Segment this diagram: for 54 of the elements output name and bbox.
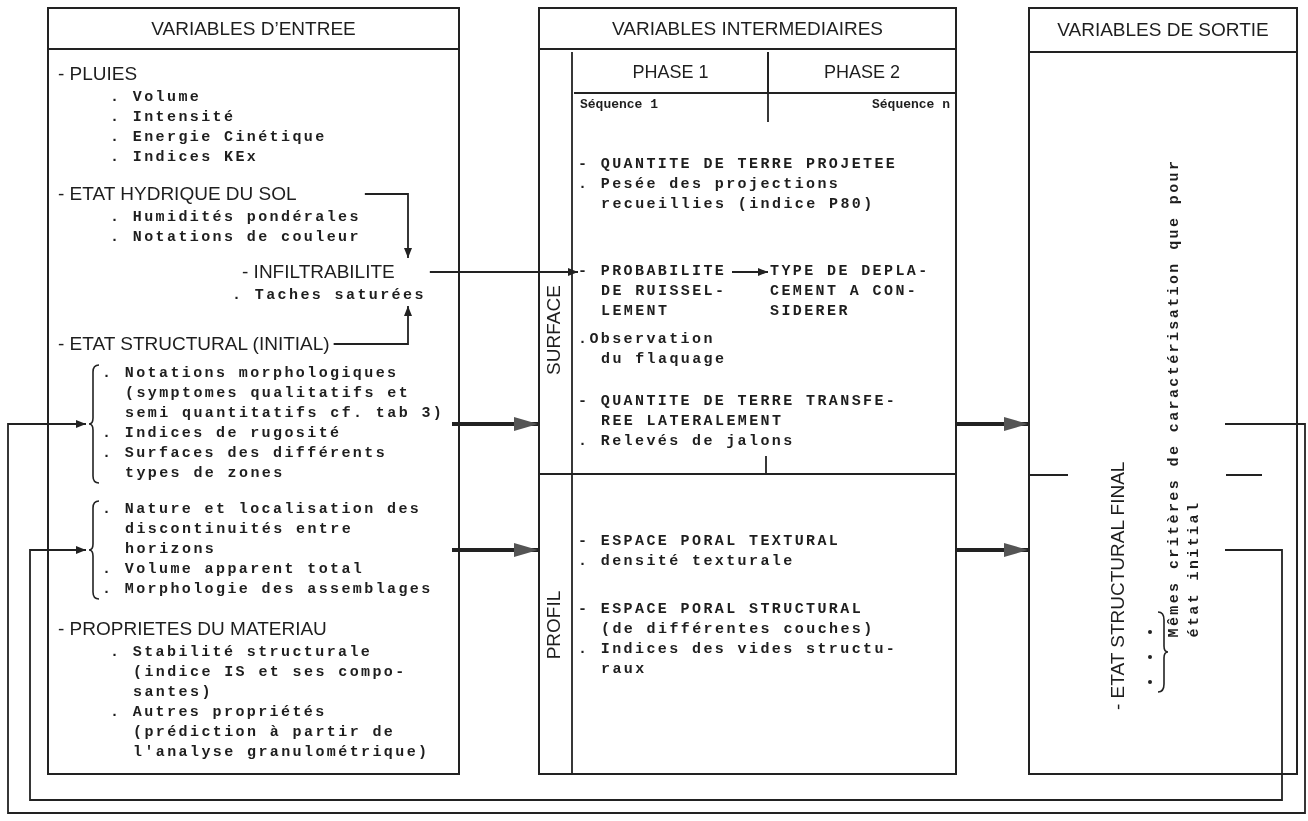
list-item: . Energie Cinétique (110, 128, 327, 148)
list-item: . densité texturale (578, 552, 795, 572)
list-item: . Morphologie des assemblages (102, 580, 433, 600)
list-item: . Notations morphologiques (symptomes qualitatifs et semi quantitatifs cf. tab 3) (102, 364, 446, 424)
section-heading: - ETAT STRUCTURAL FINAL (1106, 460, 1129, 710)
arrow (955, 417, 1028, 431)
list-item: - QUANTITE DE TERRE TRANSFE- REE LATERALEMENT (578, 392, 899, 432)
column-box (47, 7, 460, 775)
arrow (452, 543, 538, 557)
arrow (332, 305, 412, 345)
list-item: - ESPACE PORAL TEXTURAL (578, 532, 841, 552)
list-item: . Taches saturées (232, 286, 426, 306)
sequence-label: Séquence n (872, 97, 950, 112)
list-item: - QUANTITE DE TERRE PROJETEE (578, 155, 898, 175)
list-item: . Autres propriétés (prédiction à partir de l'analyse granulométrique) (110, 703, 431, 763)
section-heading: - ETAT HYDRIQUE DU SOL (58, 182, 297, 206)
list-item: .Observation du flaquage (578, 330, 728, 370)
list-item: . Volume apparent total (102, 560, 365, 580)
section-heading: - PLUIES (58, 62, 138, 86)
list-item: . Indices des vides structu- raux (578, 640, 899, 680)
column-box (1028, 7, 1298, 775)
arrow (363, 193, 412, 259)
band-label: SURFACE (543, 284, 565, 377)
column-header: VARIABLES DE SORTIE (1030, 9, 1296, 53)
list-item: . Intensité (110, 108, 236, 128)
list-item: . Nature et localisation des discontinuités entre horizons (102, 500, 423, 560)
list-item: . Pesée des projections recueillies (indice P80) (578, 175, 876, 215)
list-item: . Humidités pondérales (110, 208, 361, 228)
list-item: . Stabilité structurale (indice IS et ses compo- santes) (110, 643, 408, 703)
list-item: - PROBABILITE DE RUISSEL- LEMENT (578, 262, 728, 322)
item-heading: TYPE DE DEPLA- CEMENT A CON- SIDERER (770, 262, 931, 322)
band-label: PROFIL (543, 589, 565, 662)
list-item: . Indices de rugosité (102, 424, 342, 444)
section-heading: - PROPRIETES DU MATERIAU (58, 617, 327, 641)
arrow (955, 543, 1028, 557)
arrow (29, 546, 1283, 801)
sequence-label: Séquence 1 (580, 97, 658, 112)
column-header: VARIABLES D’ENTREE (49, 9, 458, 50)
arrow (452, 417, 538, 431)
section-heading: - INFILTRABILITE (242, 260, 395, 284)
list-item: . Relevés de jalons (578, 432, 795, 452)
column-box (538, 7, 957, 775)
arrow (428, 268, 579, 276)
column-header: VARIABLES INTERMEDIAIRES (540, 9, 955, 50)
list-item: - ESPACE PORAL STRUCTURAL (de différentes couches) (578, 600, 876, 640)
list-item: . Notations de couleur (110, 228, 361, 248)
list-item: . Surfaces des différents types de zones (102, 444, 389, 484)
arrow (731, 268, 769, 276)
list-item: Mêmes critères de caractérisation que pour état initial (1164, 157, 1203, 638)
section-heading: - ETAT STRUCTURAL (INITIAL) (58, 332, 330, 356)
list-item: . Indices KEx (110, 148, 259, 168)
band-panel (540, 52, 955, 475)
list-item: . Volume (110, 88, 202, 108)
arrow (7, 420, 1306, 814)
